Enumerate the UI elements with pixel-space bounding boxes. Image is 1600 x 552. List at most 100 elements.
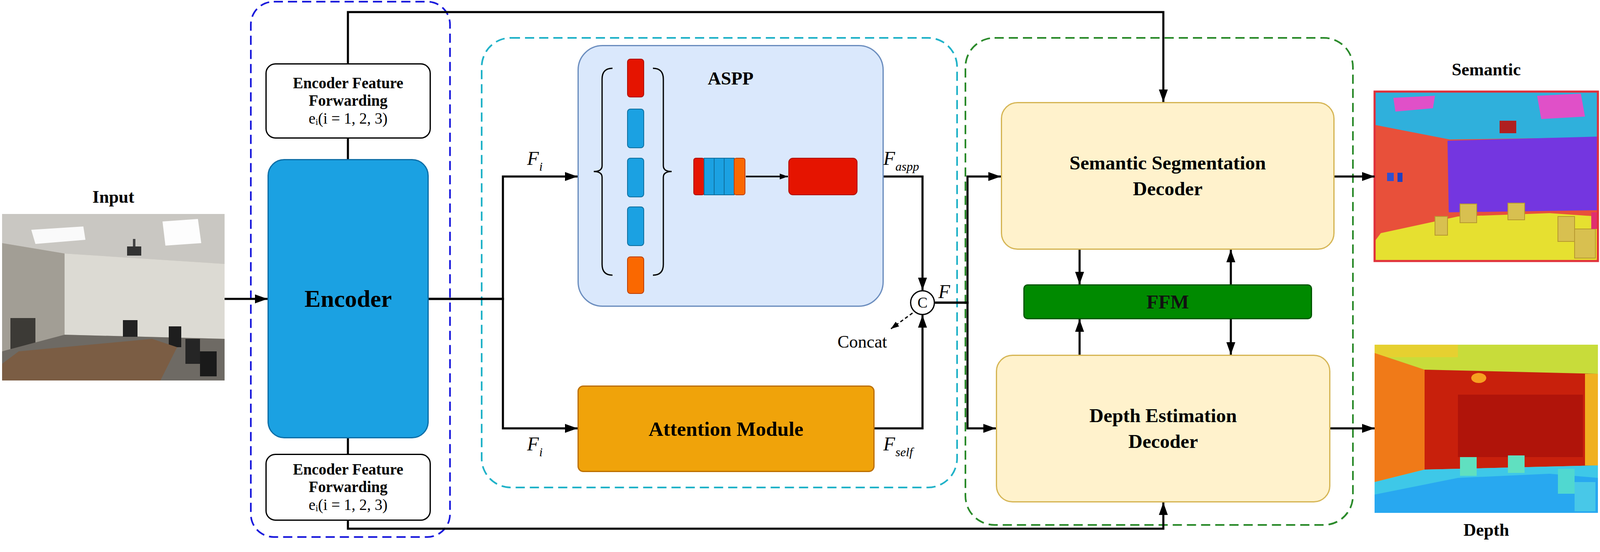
node-text: ASPP bbox=[707, 67, 754, 90]
concat-circle: C bbox=[910, 290, 935, 316]
semantic-output-image bbox=[1374, 91, 1598, 262]
node-text: eᵢ(i = 1, 2, 3) bbox=[308, 110, 388, 128]
fusion-module: FFM bbox=[1023, 284, 1313, 320]
stacked-feature bbox=[693, 158, 745, 195]
stacked-feature-part bbox=[693, 158, 705, 195]
node-text: Semantic Segmentation Decoder bbox=[1059, 150, 1277, 202]
input-photo-part bbox=[2, 335, 225, 381]
node-text: Encoder Feature Forwarding bbox=[270, 74, 426, 110]
node-text: C bbox=[917, 295, 928, 311]
flow-arrow bbox=[347, 138, 350, 160]
feature-forwarding-box: Encoder Feature Forwardingeᵢ(i = 1, 2, 3… bbox=[265, 63, 431, 139]
flow-arrow bbox=[935, 176, 1001, 303]
input-photo-part bbox=[162, 219, 202, 246]
input-photo-part bbox=[168, 326, 182, 348]
semantic-output-image-part bbox=[1460, 204, 1477, 223]
aspp-output-bar bbox=[788, 158, 858, 195]
node-text: Encoder Feature Forwarding bbox=[270, 461, 426, 497]
feature-forwarding-box: Encoder Feature Forwardingeᵢ(i = 1, 2, 3… bbox=[265, 454, 431, 522]
node-text: Depth Estimation Decoder bbox=[1055, 403, 1272, 455]
feature-label: F bbox=[527, 149, 539, 169]
subscript-label: aspp bbox=[895, 160, 920, 173]
subscript-label: i bbox=[539, 446, 543, 459]
conv-bar bbox=[627, 257, 644, 294]
input-photo bbox=[2, 214, 225, 381]
stacked-feature-part bbox=[734, 158, 745, 195]
flow-arrow bbox=[1078, 250, 1081, 285]
stacked-feature-part bbox=[704, 158, 715, 195]
semantic-output-image-part bbox=[1447, 136, 1598, 213]
input-photo-part bbox=[2, 339, 178, 381]
attention-module: Attention Module bbox=[577, 385, 875, 473]
subscript-label: i bbox=[539, 160, 543, 173]
semantic-output-image-part bbox=[1435, 216, 1448, 236]
flow-arrow bbox=[347, 502, 1164, 530]
aspp-internals bbox=[593, 59, 858, 294]
semantic-output-image-part bbox=[1387, 172, 1394, 182]
depth-output-image-part bbox=[1374, 465, 1598, 514]
depth-output-image-part bbox=[1574, 482, 1596, 512]
depth-output-image-part bbox=[1424, 370, 1598, 470]
semantic-output-image-part bbox=[1557, 216, 1575, 242]
depth-output-image-part bbox=[1585, 374, 1598, 466]
semantic-output-image-part bbox=[1374, 213, 1598, 262]
semantic-output-image-part bbox=[1374, 91, 1598, 262]
decoder-group-outline bbox=[965, 37, 1353, 526]
conv-bar bbox=[627, 207, 644, 246]
semantic-output-image-part bbox=[1397, 172, 1403, 183]
semantic-output-image-part bbox=[1507, 203, 1525, 220]
conv-bar bbox=[627, 158, 644, 198]
decoder-block: Semantic Segmentation Decoder bbox=[1000, 102, 1335, 250]
input-image: Input bbox=[2, 214, 225, 381]
node-text: eᵢ(i = 1, 2, 3) bbox=[308, 496, 388, 515]
depth-image: Depth bbox=[1374, 345, 1598, 514]
flow-arrow bbox=[883, 176, 923, 291]
input-photo-part bbox=[122, 320, 138, 338]
depth-output-image-part bbox=[1374, 345, 1458, 358]
flow-arrow bbox=[1230, 250, 1233, 285]
flow-arrow bbox=[1330, 427, 1375, 430]
encoder-block: Encoder bbox=[267, 159, 429, 439]
aspp-module: ASPP bbox=[577, 45, 884, 308]
conv-bar bbox=[627, 109, 644, 148]
input-photo-part bbox=[127, 246, 142, 256]
stacked-feature-part bbox=[724, 158, 735, 195]
flow-arrow bbox=[935, 302, 996, 429]
flow-arrow bbox=[347, 438, 350, 455]
flow-arrow bbox=[1078, 319, 1081, 355]
input-photo-part bbox=[64, 253, 225, 340]
flow-arrow bbox=[874, 315, 923, 429]
feature-label: F bbox=[527, 435, 539, 455]
concat-leader bbox=[890, 313, 913, 330]
flow-arrow bbox=[428, 176, 578, 300]
aspp-arrow bbox=[745, 175, 788, 178]
depth-output-image-part bbox=[1460, 457, 1477, 477]
context-group-outline bbox=[481, 37, 958, 488]
image-heading: Depth bbox=[1349, 520, 1600, 540]
node-text: Attention Module bbox=[648, 417, 804, 442]
image-heading: Semantic bbox=[1349, 60, 1600, 80]
depth-output-image-part bbox=[1507, 455, 1525, 474]
decoder-block: Depth Estimation Decoder bbox=[995, 355, 1331, 503]
image-heading: Input bbox=[0, 187, 250, 207]
feature-label: F bbox=[883, 149, 895, 169]
text-label: Concat bbox=[837, 333, 888, 351]
feature-label: F bbox=[883, 435, 895, 455]
semantic-output-image-part bbox=[1374, 91, 1598, 140]
flow-arrow bbox=[428, 299, 578, 429]
encoder-group-outline bbox=[250, 1, 450, 538]
semantic-output-image-part bbox=[1499, 120, 1517, 134]
node-text: Encoder bbox=[304, 285, 392, 313]
left-brace bbox=[593, 68, 613, 276]
input-photo-part bbox=[185, 339, 200, 365]
depth-output-image-part bbox=[1457, 395, 1583, 458]
depth-output-image-part bbox=[1471, 373, 1487, 384]
right-brace bbox=[652, 68, 672, 276]
input-photo-part bbox=[132, 239, 136, 248]
input-photo-part bbox=[31, 226, 86, 245]
subscript-label: self bbox=[895, 446, 913, 459]
semantic-output-image-part bbox=[1574, 229, 1596, 259]
stacked-feature-part bbox=[714, 158, 725, 195]
